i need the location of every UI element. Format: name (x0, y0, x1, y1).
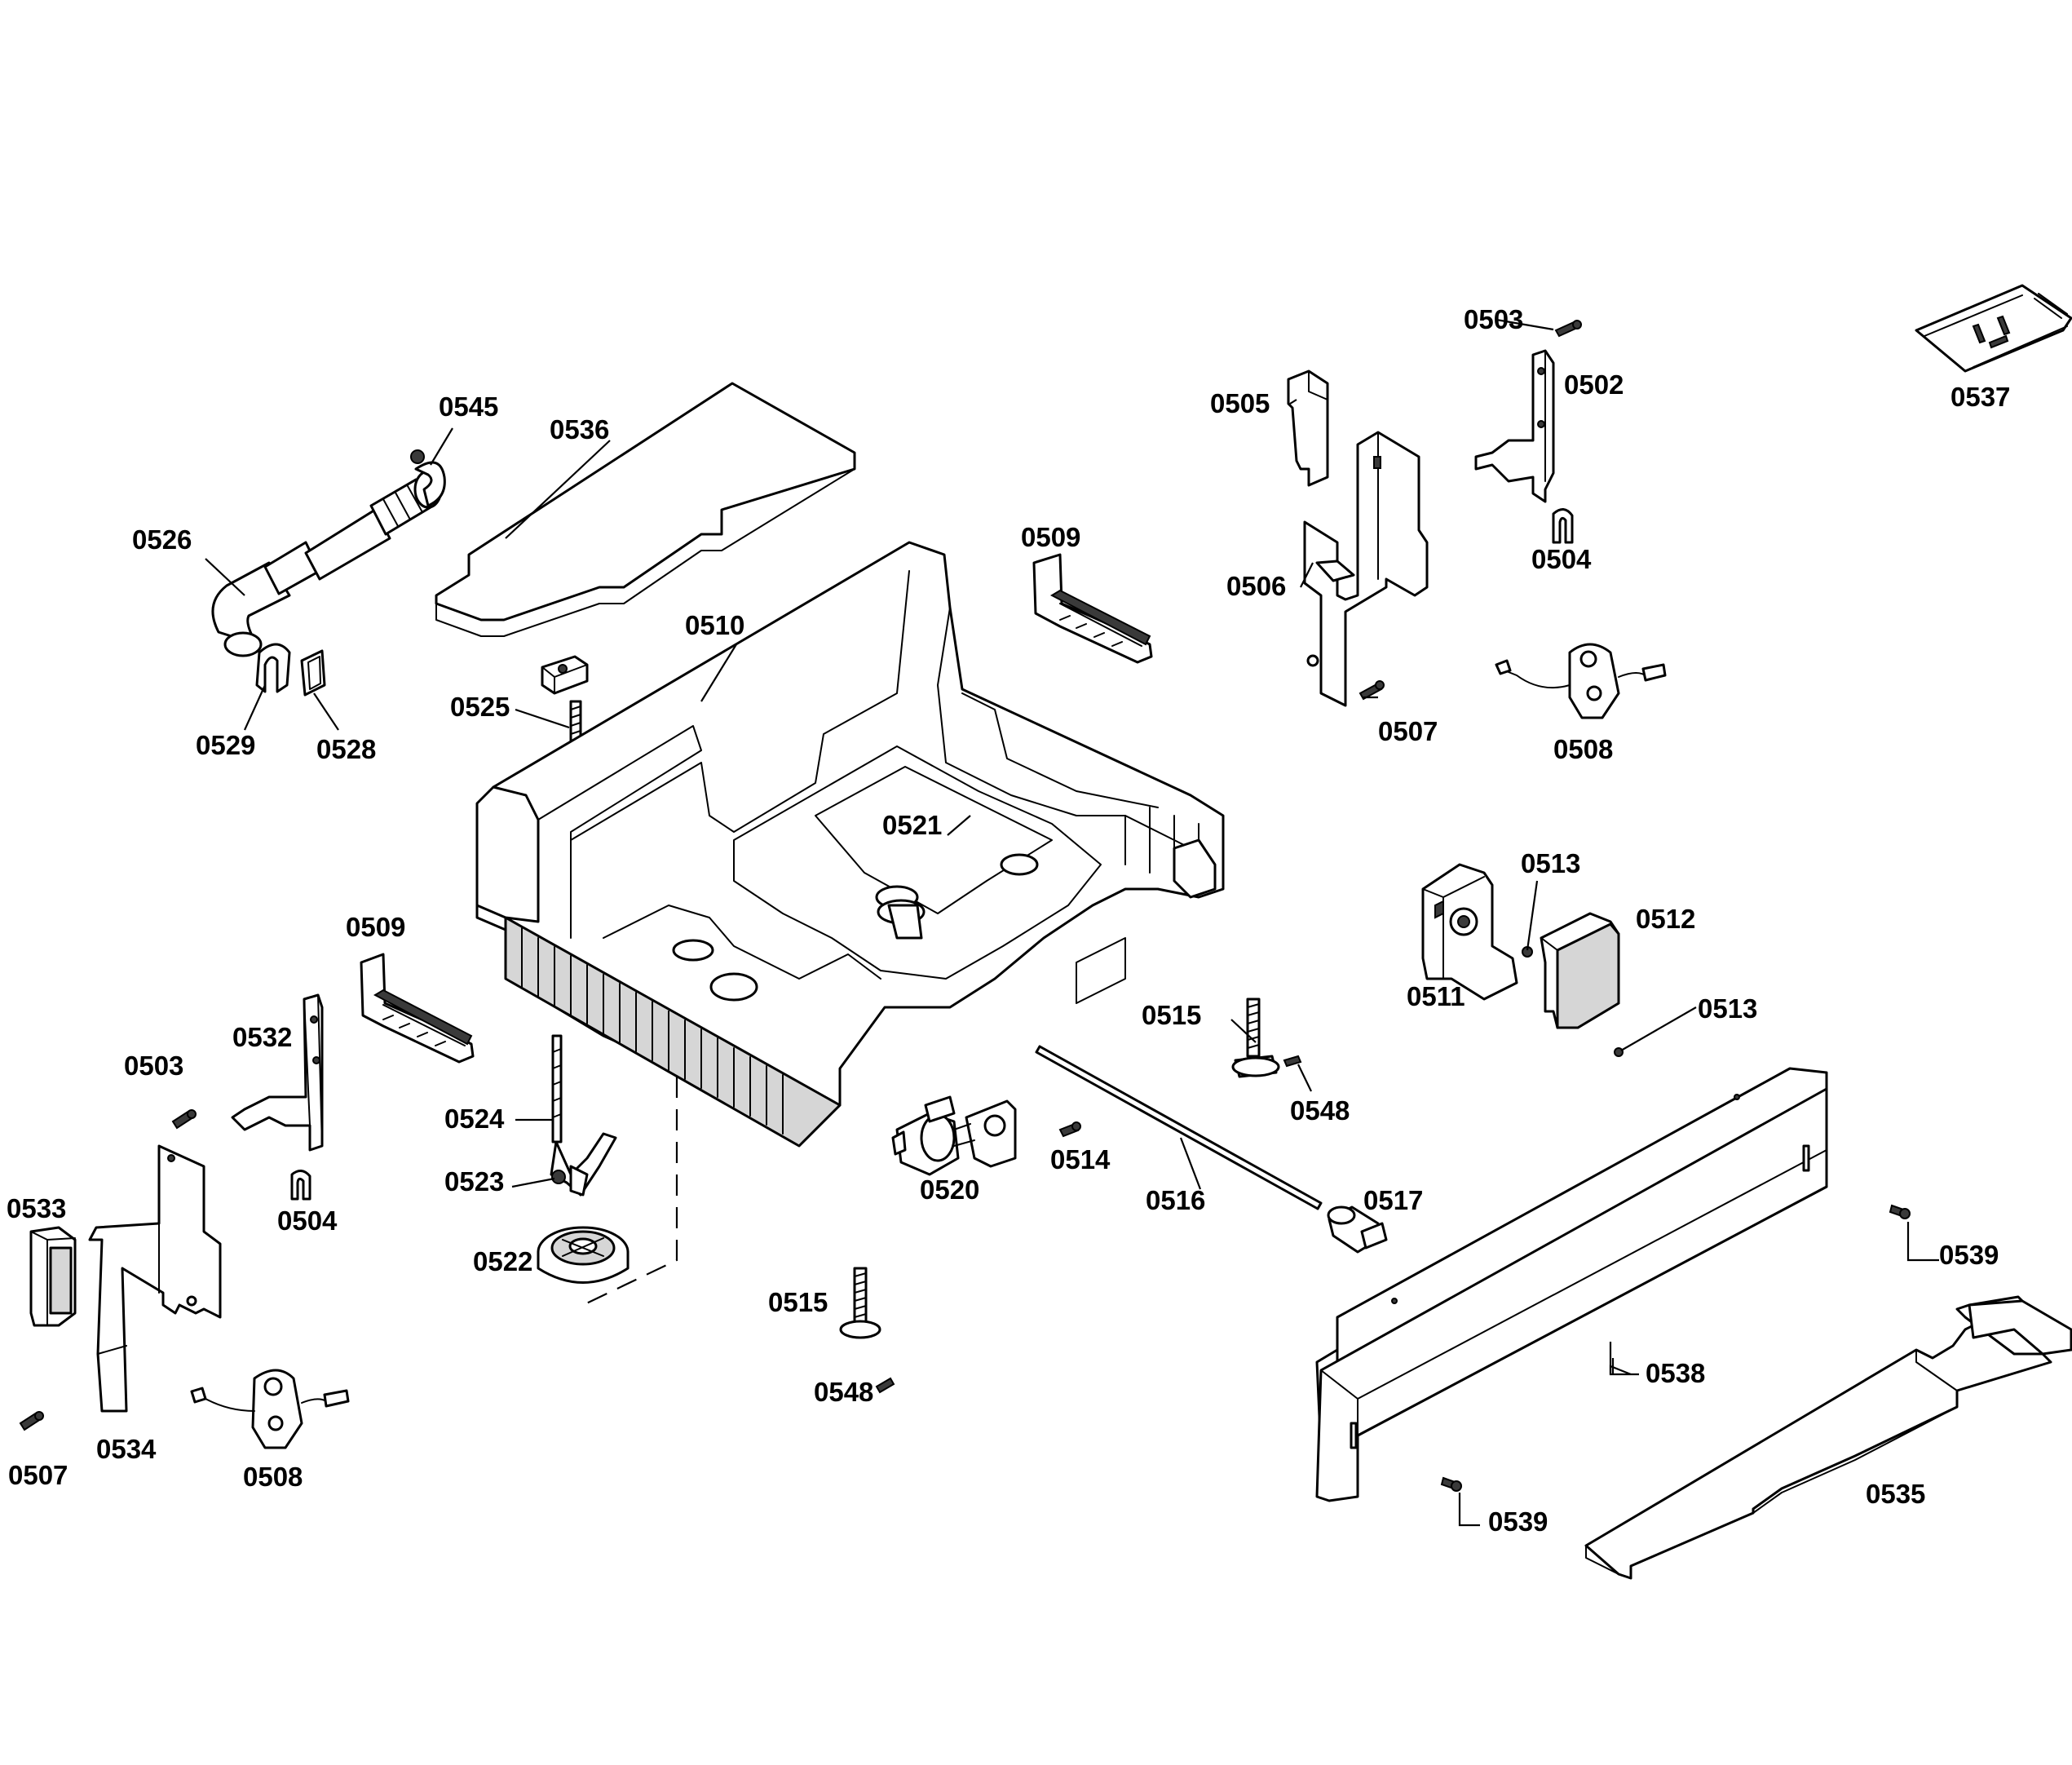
label-0512: 0512 (1636, 904, 1695, 934)
label-0517: 0517 (1363, 1185, 1423, 1215)
label-0539-right: 0539 (1939, 1240, 1999, 1270)
part-0515-foot-upper (1231, 998, 1280, 1078)
part-0504-clip-top (1552, 508, 1574, 544)
label-0503-lower: 0503 (124, 1051, 183, 1081)
label-0508-lower: 0508 (243, 1462, 303, 1492)
part-0509-upper-bracket (1032, 553, 1153, 664)
label-0525: 0525 (450, 692, 510, 722)
label-0504-lower: 0504 (277, 1205, 338, 1236)
part-0535-insulation-strip (1584, 1295, 2072, 1580)
part-0512-cover (1540, 912, 1620, 1029)
part-0548-screw-lower (875, 1377, 895, 1394)
part-0511-housing (1421, 863, 1518, 1001)
label-0539-left: 0539 (1488, 1506, 1548, 1537)
label-0524: 0524 (444, 1104, 505, 1134)
label-0521: 0521 (882, 810, 942, 840)
part-0548-screw-upper (1283, 1055, 1302, 1068)
label-0502: 0502 (1564, 369, 1624, 400)
label-0507-lower: 0507 (8, 1460, 68, 1490)
part-0532-bracket (231, 993, 324, 1152)
label-0548-lower: 0548 (814, 1377, 873, 1407)
label-0548-upper: 0548 (1290, 1095, 1350, 1126)
label-0515-lower: 0515 (768, 1287, 828, 1317)
part-0538-kick-plate (1315, 1067, 1828, 1502)
label-0536: 0536 (550, 414, 609, 445)
part-0517-knob (1327, 1205, 1388, 1254)
part-0523-float-lever (550, 1132, 617, 1197)
label-0513-a: 0513 (1521, 848, 1580, 878)
label-0510: 0510 (685, 610, 744, 640)
part-0524-float-rod (551, 1034, 563, 1143)
label-0509-upper: 0509 (1021, 522, 1080, 552)
part-0507-screw-lower (19, 1411, 44, 1431)
leader-lines (205, 318, 1939, 1527)
part-0536-insulation-mat (435, 382, 856, 637)
part-0529-hose-clip (255, 643, 291, 693)
part-0539-screw-left (1440, 1476, 1462, 1492)
part-0539-screw-right (1889, 1204, 1911, 1219)
label-0505: 0505 (1210, 388, 1270, 418)
label-0522: 0522 (473, 1246, 532, 1276)
label-0537: 0537 (1951, 382, 2010, 412)
label-0504-top: 0504 (1531, 544, 1592, 574)
label-0520: 0520 (920, 1174, 979, 1205)
label-0529: 0529 (196, 730, 255, 760)
part-0516-rod (1035, 1045, 1323, 1210)
part-0509-lower-bracket (360, 953, 475, 1064)
label-0514: 0514 (1050, 1144, 1111, 1174)
label-0533: 0533 (7, 1193, 66, 1223)
label-0545: 0545 (439, 391, 498, 422)
part-0514-screw (1058, 1121, 1081, 1138)
part-0506-bracket (1303, 431, 1429, 707)
part-0503-screw-top (1554, 320, 1582, 338)
part-0504-clip-lower (290, 1170, 311, 1201)
label-0538: 0538 (1646, 1358, 1705, 1388)
part-0508-hinge-top (1495, 643, 1667, 719)
part-0515-foot-lower (839, 1267, 881, 1339)
part-0520-inlet-valve (891, 1095, 1017, 1176)
label-0515-upper: 0515 (1142, 1000, 1201, 1030)
label-0507-top: 0507 (1378, 716, 1438, 746)
label-0534: 0534 (96, 1434, 157, 1464)
label-0506: 0506 (1226, 571, 1286, 601)
label-0523: 0523 (444, 1166, 504, 1197)
label-0511: 0511 (1407, 981, 1465, 1011)
part-0545-0526-drain-hose (211, 449, 446, 657)
part-0533-cover (29, 1226, 77, 1327)
label-0528: 0528 (316, 734, 376, 764)
part-labels: 0503 0502 0537 0505 0504 0506 0507 0508 … (7, 304, 2010, 1537)
part-0510-base-tub (475, 541, 1225, 1148)
part-0505-bracket (1287, 369, 1329, 487)
label-0532: 0532 (232, 1022, 292, 1052)
part-0507-screw-top (1359, 680, 1385, 701)
part-0537-hardware-bag (1915, 284, 2072, 373)
part-0503-screw-lower (171, 1109, 197, 1130)
part-0513-screw-b (1614, 1047, 1624, 1057)
part-0502-bracket (1474, 349, 1555, 503)
part-0508-hinge-lower (190, 1369, 350, 1449)
part-0534-bracket (88, 1144, 222, 1413)
label-0513-b: 0513 (1698, 993, 1757, 1024)
label-0516: 0516 (1146, 1185, 1205, 1215)
label-0526: 0526 (132, 524, 192, 555)
label-0503-top: 0503 (1464, 304, 1523, 334)
assembly-line-pump (582, 1077, 678, 1306)
label-0508-top: 0508 (1553, 734, 1613, 764)
part-0522-pump-wheel (537, 1226, 630, 1284)
label-0509-lower: 0509 (346, 912, 405, 942)
label-0535: 0535 (1866, 1479, 1925, 1509)
part-0528-clip (300, 649, 326, 697)
